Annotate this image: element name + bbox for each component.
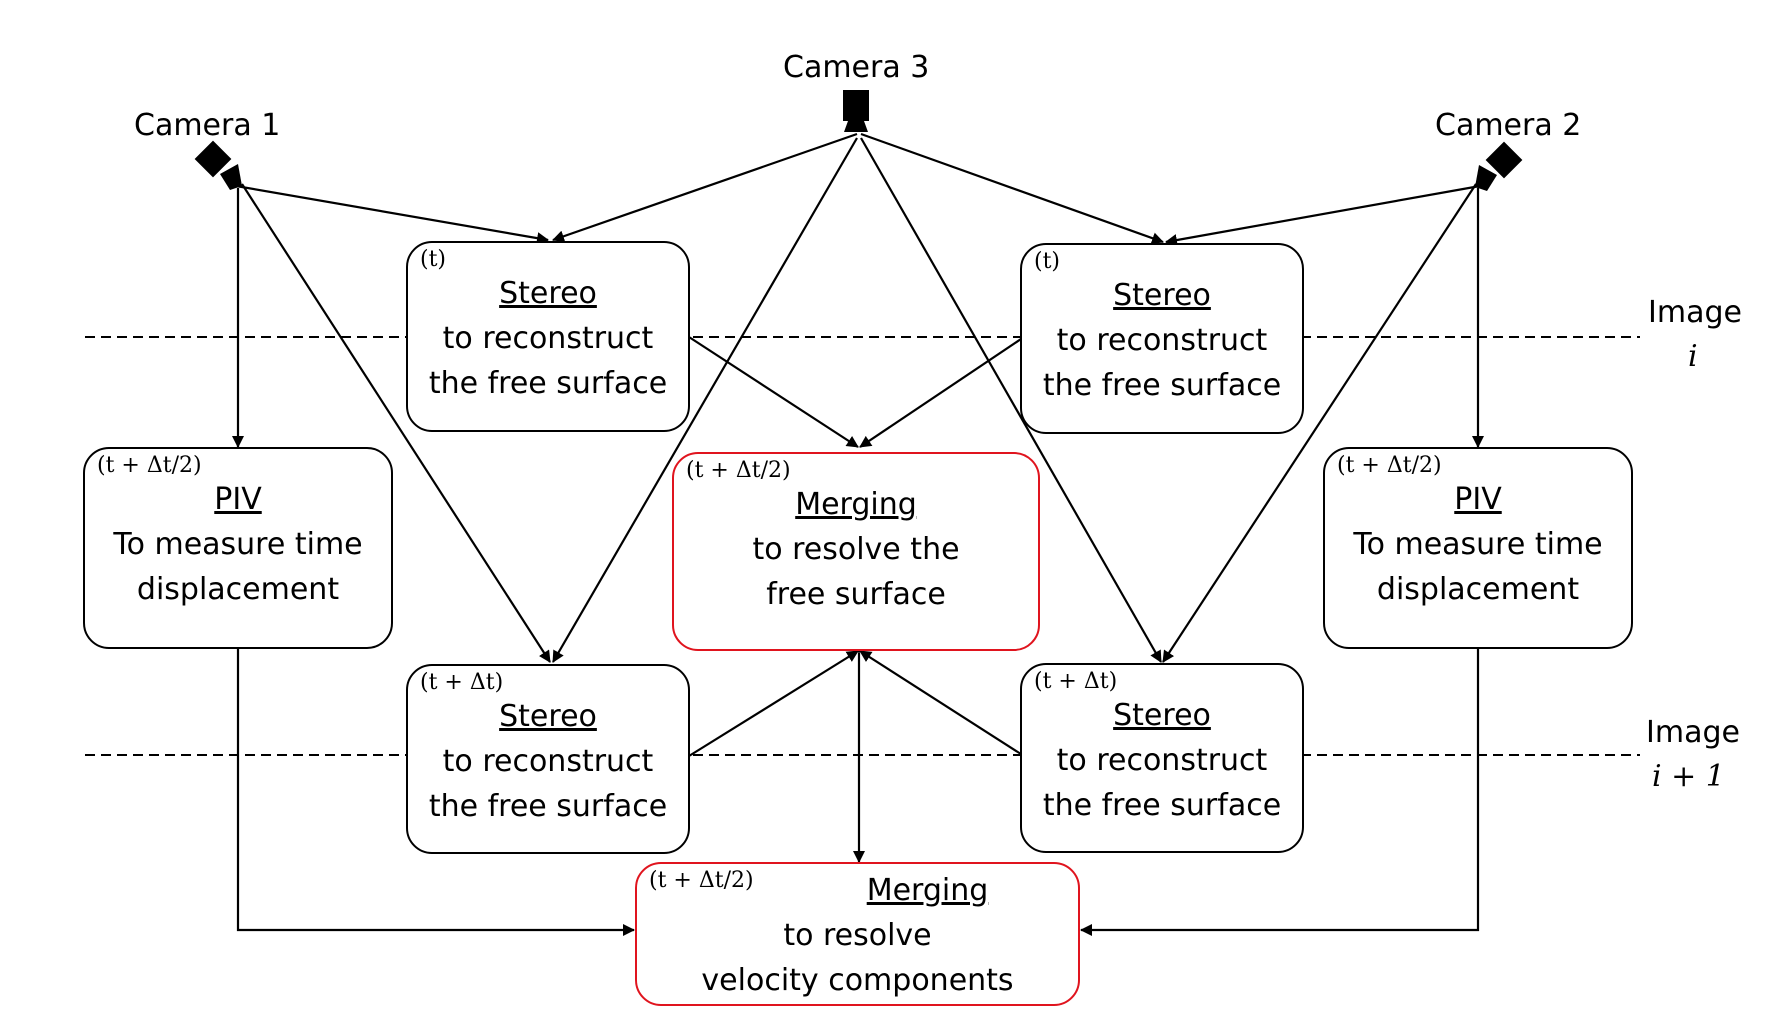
time-tag: (t + Δt) (420, 670, 504, 695)
box-line-2: the free surface (1042, 788, 1282, 823)
stereo-tdt-left-box: (t + Δt) Stereo to reconstruct the free … (406, 664, 690, 854)
box-line-2: displacement (1376, 572, 1580, 607)
box-line-1: To measure time (1353, 527, 1603, 562)
arrow-cam1-stereo-t-left (235, 184, 549, 245)
time-tag: (t + Δt/2) (1337, 453, 1442, 478)
camera-1-label: Camera 1 (134, 108, 281, 143)
camera-3-icon (843, 90, 869, 132)
arrow-cam2-stereo-t-right (1165, 184, 1481, 246)
box-line-1: to resolve the (752, 532, 960, 567)
arrow-cam2-stereo-tdt-right (1162, 183, 1477, 663)
arrow-piv-left-merging-velocity (236, 648, 635, 936)
image-i1-word: Image (1646, 715, 1740, 750)
arrow-stereo-t-right-merging (859, 336, 1025, 448)
merging-velocity-box: (t + Δt/2) Merging to resolve velocity c… (635, 862, 1080, 1006)
arrow-cam3-stereo-tdt-left (552, 137, 858, 663)
time-tag: (t) (1034, 249, 1061, 274)
box-title: Stereo (499, 699, 597, 734)
box-line-2: displacement (136, 572, 340, 607)
stereo-t-right-box: (t) Stereo to reconstruct the free surfa… (1020, 243, 1304, 434)
camera-3-label: Camera 3 (783, 50, 930, 85)
piv-right-box: (t + Δt/2) PIV To measure time displacem… (1323, 447, 1633, 649)
box-line-2: free surface (766, 577, 946, 612)
camera-2-label: Camera 2 (1435, 108, 1582, 143)
stereo-tdt-right-box: (t + Δt) Stereo to reconstruct the free … (1020, 663, 1304, 853)
box-line-1: to reconstruct (1056, 323, 1268, 358)
arrow-cam3-stereo-tdt-right (860, 137, 1162, 663)
camera-2-icon (1475, 141, 1523, 191)
arrow-stereo-t-left-merging (688, 336, 859, 448)
piv-left-box: (t + Δt/2) PIV To measure time displacem… (83, 447, 393, 649)
box-line-1: to reconstruct (1056, 743, 1268, 778)
arrow-cam3-stereo-t-right (860, 132, 1164, 244)
box-title: Merging (795, 487, 917, 522)
box-line-1: to resolve (783, 918, 932, 953)
box-title: PIV (1454, 482, 1502, 517)
box-line-1: To measure time (113, 527, 363, 562)
time-tag: (t) (420, 247, 447, 272)
time-tag: (t + Δt) (1034, 669, 1118, 694)
box-line-2: the free surface (428, 789, 668, 824)
image-i-index: i (1688, 339, 1698, 374)
image-i-word: Image (1648, 295, 1742, 330)
time-tag: (t + Δt/2) (649, 868, 754, 893)
box-title: Stereo (499, 276, 597, 311)
merging-free-surface-box: (t + Δt/2) Merging to resolve the free s… (672, 452, 1040, 651)
box-title: Stereo (1113, 278, 1211, 313)
box-line-2: the free surface (1042, 368, 1282, 403)
arrow-stereo-tdt-right-merging (859, 650, 1025, 757)
box-line-2: the free surface (428, 366, 668, 401)
arrow-stereo-tdt-left-merging (688, 650, 859, 757)
arrow-cam1-stereo-tdt-left (241, 183, 551, 663)
stereo-t-left-box: (t) Stereo to reconstruct the free surfa… (406, 241, 690, 432)
time-tag: (t + Δt/2) (97, 453, 202, 478)
box-title: Merging (866, 873, 989, 908)
box-line-1: to reconstruct (442, 321, 654, 356)
camera-1-icon (194, 140, 242, 190)
connector-arrows (232, 132, 1484, 936)
time-tag: (t + Δt/2) (686, 458, 791, 483)
box-line-1: to reconstruct (442, 744, 654, 779)
box-line-2: velocity components (701, 963, 1014, 998)
arrow-piv-right-merging-velocity (1080, 648, 1480, 936)
box-title: PIV (214, 482, 262, 517)
image-i1-index: i + 1 (1652, 759, 1725, 794)
arrow-cam3-stereo-t-left (552, 132, 858, 243)
box-title: Stereo (1113, 698, 1211, 733)
